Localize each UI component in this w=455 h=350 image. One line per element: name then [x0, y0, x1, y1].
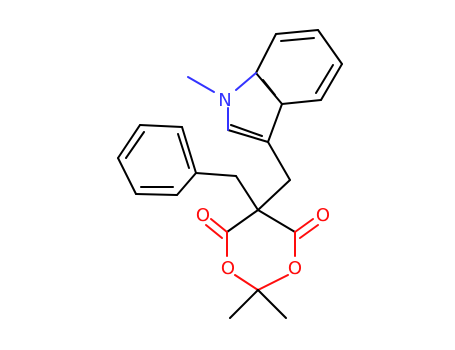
carbonyl-bond-right	[294, 218, 314, 233]
bond-double-inner	[280, 37, 315, 42]
methyl-bond	[257, 289, 287, 319]
bond	[227, 129, 269, 143]
bond	[135, 193, 178, 196]
bond	[257, 209, 296, 233]
bond	[257, 179, 291, 211]
indole-pyrrole-ring	[187, 72, 283, 143]
ring-oxygen-right-label: O	[288, 258, 302, 279]
bond	[235, 175, 259, 211]
bond	[255, 33, 277, 74]
nitrogen-atom-label: N	[218, 90, 231, 111]
bond	[139, 124, 183, 128]
ketone-oxygen-right-label: O	[316, 205, 330, 226]
ring-oxygen-bond	[234, 274, 259, 291]
indole-benzene-ring	[255, 29, 343, 105]
bond-to-nitrogen	[235, 72, 257, 91]
methylene-linkers	[195, 141, 291, 211]
bond	[281, 99, 322, 105]
bond	[117, 157, 137, 195]
bond-double-inner	[177, 133, 190, 169]
phenyl-ring	[117, 124, 197, 196]
dioxanedione-ring	[205, 209, 319, 319]
bond	[275, 29, 319, 35]
ring-oxygen-bond	[257, 274, 289, 291]
bond-double-inner	[262, 79, 276, 96]
bond	[267, 141, 291, 181]
bond	[181, 126, 197, 174]
bond-double-inner	[230, 124, 263, 137]
bond	[267, 103, 283, 143]
bond	[176, 172, 197, 196]
atom-labels: N O O O O	[196, 90, 330, 279]
bond-double-inner	[125, 131, 145, 159]
bond-double-inner	[315, 64, 334, 94]
ketone-oxygen-left-label: O	[196, 205, 210, 226]
bond	[317, 29, 343, 65]
bond-n-methyl	[187, 76, 215, 93]
ring-oxygen-left-label: O	[221, 258, 235, 279]
carbonyl-bond-left	[205, 224, 223, 239]
bond	[117, 124, 141, 159]
bond	[320, 63, 343, 101]
bond	[195, 172, 237, 177]
carbonyl-bond-left	[210, 218, 228, 233]
bond	[226, 209, 259, 233]
methyl-bond	[229, 289, 259, 319]
carbonyl-bond-right	[299, 224, 319, 239]
